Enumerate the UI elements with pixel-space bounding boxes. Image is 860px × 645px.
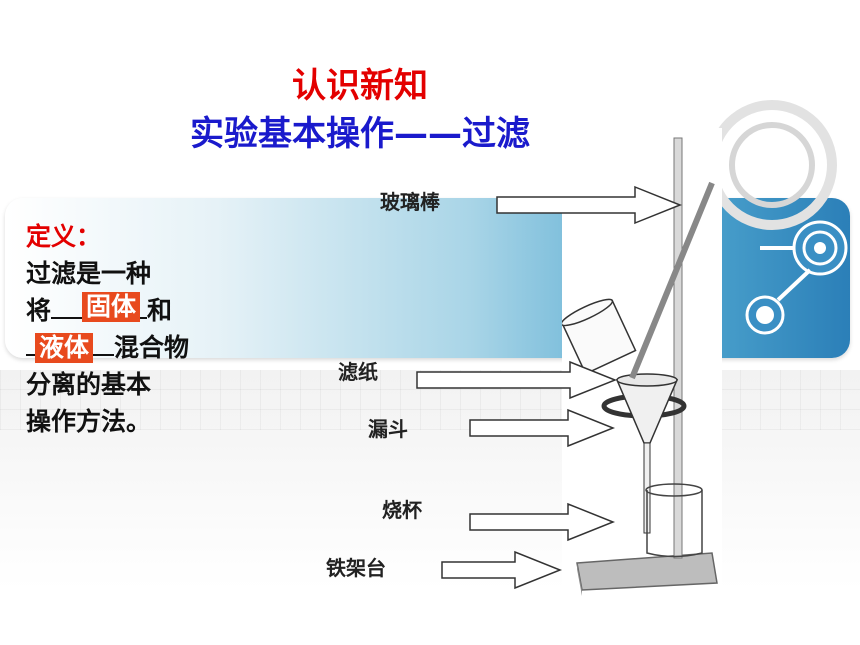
definition-line2-suffix: 和 — [147, 296, 173, 325]
label-glass-rod: 玻璃棒 — [380, 190, 440, 214]
apparatus-drawing — [560, 137, 718, 596]
decorative-circles — [707, 100, 848, 335]
stand-rod — [673, 137, 683, 559]
definition-heading: 定义： — [26, 222, 102, 251]
answer-solid: 固体 — [82, 292, 141, 322]
arrow-beaker — [469, 502, 616, 542]
definition-line5: 操作方法。 — [26, 407, 152, 436]
stand-base — [576, 552, 718, 591]
arrow-filter-paper — [416, 360, 618, 400]
definition-line2-prefix: 将 — [26, 296, 52, 325]
beaker-bottom — [646, 490, 703, 558]
glass-rod — [629, 181, 715, 380]
definition-line4: 分离的基本 — [26, 370, 152, 399]
title-line2: 实验基本操作——过滤 — [190, 114, 530, 154]
label-filter-paper: 滤纸 — [338, 360, 378, 384]
title-line1: 认识新知 — [292, 66, 428, 106]
label-funnel: 漏斗 — [368, 417, 408, 441]
label-iron-stand: 铁架台 — [326, 556, 386, 580]
arrow-funnel — [469, 408, 616, 448]
arrow-glass-rod — [496, 185, 683, 225]
answer-liquid: 液体 — [35, 333, 94, 363]
definition-line1: 过滤是一种 — [26, 259, 152, 288]
definition-text: 定义： 过滤是一种 将 和 混合物 分离的基本 操作方法。 — [26, 218, 189, 440]
pouring-beaker — [560, 298, 637, 375]
definition-line3-suffix: 混合物 — [114, 333, 190, 362]
arrow-iron-stand — [441, 550, 563, 590]
label-beaker: 烧杯 — [382, 498, 422, 522]
